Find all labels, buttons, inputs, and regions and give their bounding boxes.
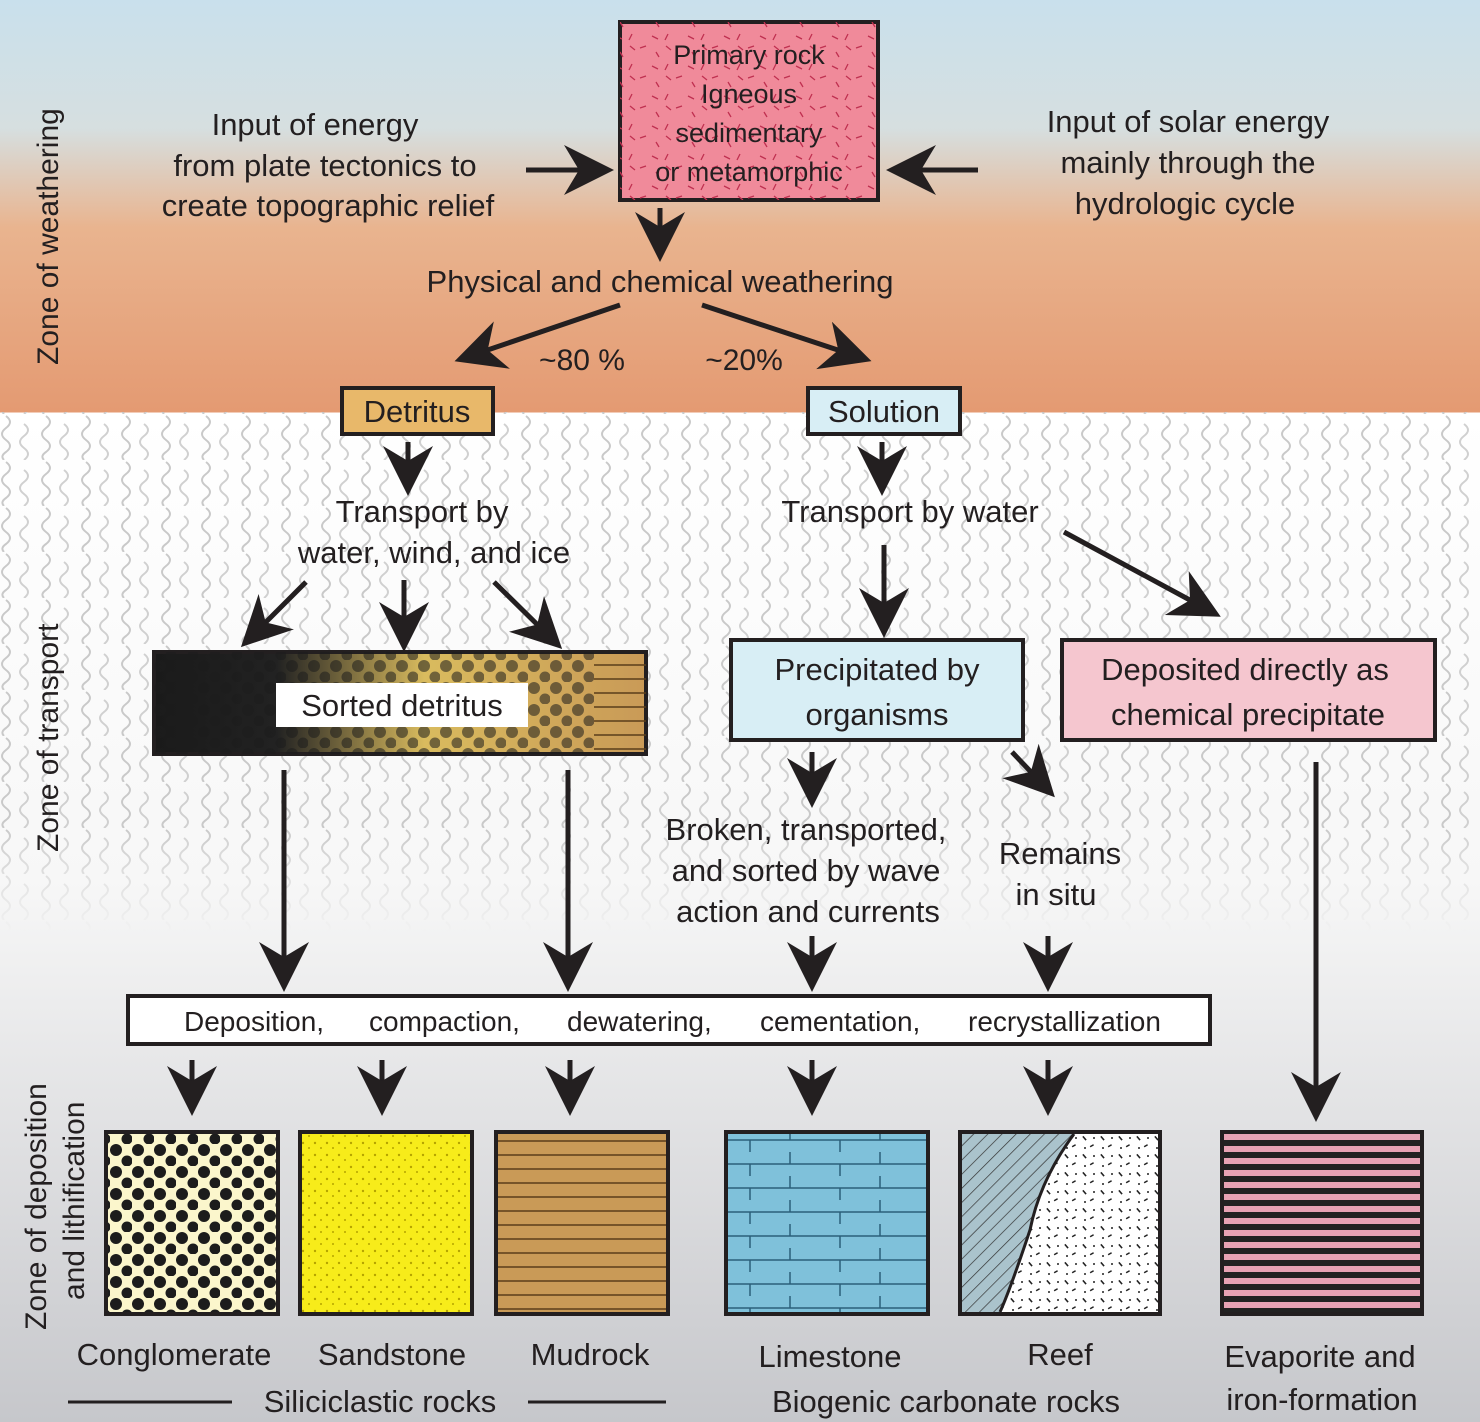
sorted-detritus-box: Sorted detritus	[152, 650, 648, 756]
zone-transport-label: Zone of transport	[32, 623, 65, 852]
group-siliciclastic: Siliciclastic rocks	[264, 1384, 497, 1419]
sandstone-swatch	[298, 1130, 474, 1316]
primary-rock-line-4: or metamorphic	[655, 157, 843, 187]
arrow-organisms-to-in-situ	[1002, 743, 1055, 798]
primary-rock-line-1: Primary rock	[673, 40, 825, 70]
in-situ-line-2: in situ	[1016, 877, 1097, 912]
broken-line-3: action and currents	[676, 894, 940, 929]
arrow-to-detritus	[454, 302, 621, 369]
process-recrystallization: recrystallization	[968, 1006, 1161, 1037]
chemical-line-1: Deposited directly as	[1101, 652, 1389, 687]
chemical-precipitate-box: Deposited directly as chemical precipita…	[1060, 638, 1437, 742]
organisms-line-1: Precipitated by	[774, 652, 980, 687]
arrow-transport-right	[492, 580, 563, 650]
zone-deposition-label-1: Zone of deposition	[20, 1083, 53, 1330]
sorted-detritus-label: Sorted detritus	[301, 688, 503, 723]
rock-label-evaporite-2: iron-formation	[1226, 1382, 1417, 1417]
zone-weathering-label: Zone of weathering	[32, 108, 65, 365]
solution-label: Solution	[828, 394, 940, 429]
detritus-label: Detritus	[364, 394, 471, 429]
transport-detritus-line-1: Transport by	[336, 494, 509, 529]
broken-line-1: Broken, transported,	[666, 812, 947, 847]
mudrock-swatch	[494, 1130, 670, 1316]
zone-deposition-label-2: and lithification	[58, 1102, 91, 1300]
organisms-box: Precipitated by organisms	[729, 638, 1025, 742]
reef-swatch	[958, 1130, 1162, 1316]
pct-solution: ~20%	[705, 344, 783, 377]
transport-solution-label: Transport by water	[781, 494, 1038, 529]
weathering-label: Physical and chemical weathering	[427, 264, 894, 299]
rock-label-limestone: Limestone	[758, 1339, 901, 1374]
process-bar: Deposition, compaction, dewatering, ceme…	[126, 994, 1212, 1046]
input-tectonic-line-1: Input of energy	[212, 107, 419, 142]
pct-detritus: ~80 %	[539, 344, 625, 377]
limestone-swatch	[724, 1130, 930, 1316]
rock-label-sandstone: Sandstone	[318, 1337, 466, 1372]
detritus-box: Detritus	[340, 386, 495, 436]
input-tectonic-line-2: from plate tectonics to	[173, 148, 476, 183]
primary-rock-box: Primary rock Igneous sedimentary or meta…	[618, 20, 880, 202]
input-solar-line-2: mainly through the	[1060, 145, 1315, 180]
process-dewatering: dewatering,	[567, 1006, 712, 1037]
input-solar-line-3: hydrologic cycle	[1075, 186, 1296, 221]
rock-label-evaporite-1: Evaporite and	[1224, 1339, 1415, 1374]
primary-rock-line-2: Igneous	[701, 79, 797, 109]
process-compaction: compaction,	[369, 1006, 520, 1037]
rock-label-conglomerate: Conglomerate	[77, 1337, 272, 1372]
group-biogenic: Biogenic carbonate rocks	[772, 1384, 1120, 1419]
in-situ-line-1: Remains	[999, 836, 1121, 871]
transport-detritus-line-2: water, wind, and ice	[297, 535, 570, 570]
broken-line-2: and sorted by wave	[672, 853, 941, 888]
arrow-to-chemical	[1062, 529, 1221, 617]
conglomerate-swatch	[104, 1130, 280, 1316]
input-tectonic-line-3: create topographic relief	[162, 188, 495, 223]
chemical-line-2: chemical precipitate	[1111, 697, 1385, 732]
primary-rock-line-3: sedimentary	[675, 118, 823, 148]
input-solar-line-1: Input of solar energy	[1047, 104, 1330, 139]
rock-label-mudrock: Mudrock	[531, 1337, 650, 1372]
rock-label-reef: Reef	[1027, 1337, 1093, 1372]
evaporite-swatch	[1220, 1130, 1424, 1316]
process-deposition: Deposition,	[184, 1006, 324, 1037]
process-cementation: cementation,	[760, 1006, 920, 1037]
arrow-to-solution	[701, 302, 872, 370]
organisms-line-2: organisms	[806, 697, 949, 732]
arrow-transport-left	[240, 580, 308, 648]
solution-box: Solution	[806, 386, 962, 436]
